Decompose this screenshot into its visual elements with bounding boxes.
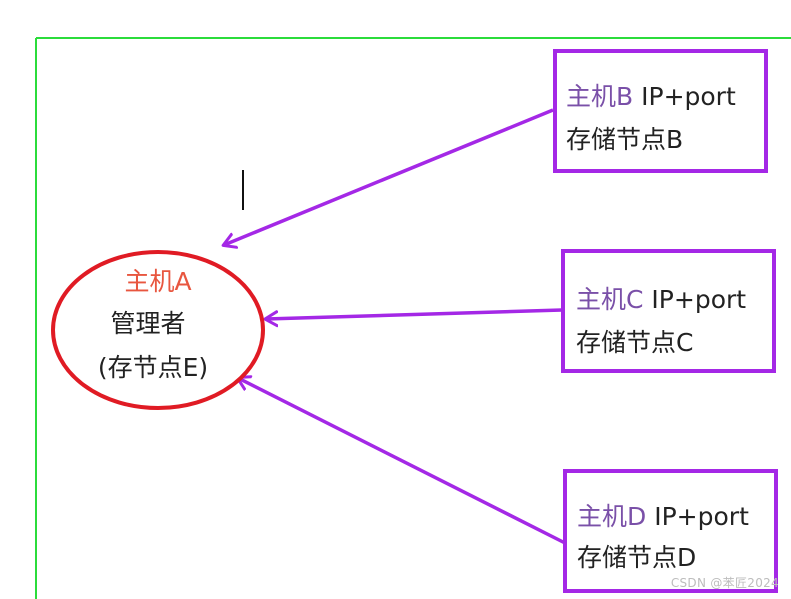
storage-node-b[interactable]: 主机B IP+port 存储节点B <box>553 49 768 173</box>
arrow-b-to-a <box>224 108 554 245</box>
storage-node-b-host-id: B <box>616 82 633 111</box>
manager-storage-note: (存节点E) <box>98 353 208 382</box>
manager-role-label: 管理者 <box>110 309 185 338</box>
storage-node-b-host-prefix: 主机 <box>566 82 616 111</box>
storage-node-d-box <box>563 469 778 593</box>
storage-node-d-host-id: D <box>627 502 646 531</box>
storage-node-c-role: 存储节点C <box>576 328 693 357</box>
storage-node-d-endpoint: IP+port <box>646 502 749 531</box>
storage-node-c-host-id: C <box>626 285 643 314</box>
manager-host-prefix: 主机 <box>124 267 174 296</box>
storage-node-d-role: 存储节点D <box>577 543 696 572</box>
storage-node-c-box <box>561 249 776 373</box>
manager-node[interactable]: 主机A 管理者 (存节点E) <box>51 250 265 410</box>
storage-node-c-endpoint: IP+port <box>643 285 746 314</box>
watermark: CSDN @苯匠2024 <box>670 576 779 590</box>
arrow-d-to-a <box>238 378 566 545</box>
storage-node-b-box <box>553 49 768 173</box>
arrow-c-to-a <box>266 308 563 319</box>
storage-node-d-host-label: 主机D IP+port <box>577 502 749 531</box>
manager-host-id: A <box>174 267 191 296</box>
manager-node-ellipse <box>51 250 265 410</box>
storage-node-b-host-label: 主机B IP+port <box>566 82 736 111</box>
storage-node-d-host-prefix: 主机 <box>577 502 627 531</box>
storage-node-c[interactable]: 主机C IP+port 存储节点C <box>561 249 776 373</box>
storage-node-b-endpoint: IP+port <box>633 82 736 111</box>
storage-node-c-host-prefix: 主机 <box>576 285 626 314</box>
manager-host-label: 主机A <box>124 267 191 296</box>
storage-node-c-host-label: 主机C IP+port <box>576 285 746 314</box>
storage-node-d[interactable]: 主机D IP+port 存储节点D <box>563 469 778 593</box>
storage-node-b-role: 存储节点B <box>566 125 683 154</box>
